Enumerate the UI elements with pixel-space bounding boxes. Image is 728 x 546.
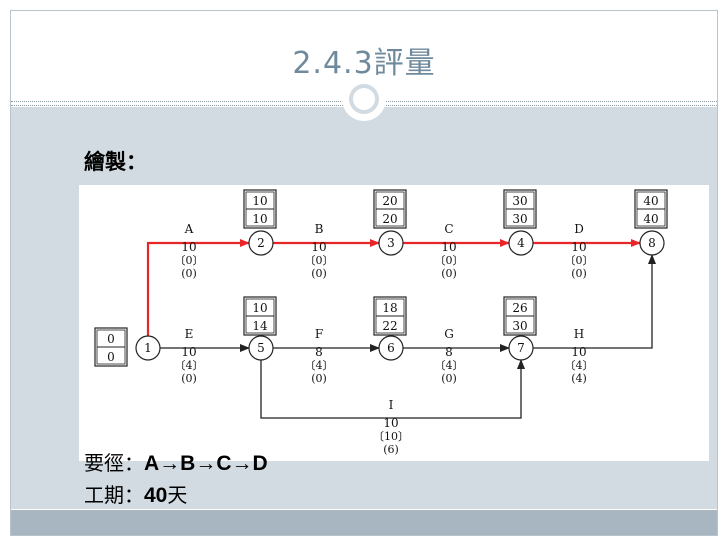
node-id-8: 8 [648, 236, 656, 250]
activity-free-float-C: (0) [441, 267, 457, 280]
node-id-6: 6 [387, 341, 395, 355]
node-circle-8 [639, 230, 665, 256]
node-earliest-6: 18 [382, 301, 397, 315]
node-time-inner-3 [375, 191, 405, 227]
activity-free-float-H: (4) [571, 372, 587, 385]
activity-free-float-F: (0) [311, 372, 327, 385]
node-id-7: 7 [517, 341, 525, 355]
activity-name-D: D [574, 222, 584, 236]
slide-frame [10, 10, 718, 536]
activity-total-float-H: 〔4〕 [565, 359, 594, 372]
critical-path-label: 要徑： [84, 451, 144, 475]
node-time-inner-6 [375, 298, 405, 334]
duration-value: 40 [144, 484, 168, 507]
activity-time-E: 10 [181, 345, 196, 359]
activity-arrow-H [533, 254, 656, 349]
node-id-1: 1 [144, 341, 152, 355]
node-latest-6: 22 [382, 319, 397, 333]
node-id-4: 4 [517, 236, 525, 250]
node-latest-7: 30 [512, 319, 527, 333]
activity-name-F: F [315, 327, 323, 341]
node-latest-5: 14 [252, 319, 268, 333]
activity-time-C: 10 [441, 240, 456, 254]
project-duration: 工期：40天 [84, 479, 187, 508]
node-circle-3 [378, 230, 404, 256]
activity-name-I: I [389, 398, 394, 412]
node-circle-1 [135, 335, 161, 361]
duration-unit: 天 [167, 483, 188, 507]
node-earliest-3: 20 [382, 194, 397, 208]
activity-total-float-B: 〔0〕 [305, 254, 334, 267]
node-time-inner-4 [505, 191, 535, 227]
node-latest-3: 20 [382, 212, 397, 226]
node-circle-4 [508, 230, 534, 256]
activity-total-float-I: 〔10〕 [373, 430, 409, 443]
node-earliest-4: 30 [512, 194, 527, 208]
critical-path: 要徑：A→B→C→D [84, 447, 268, 476]
node-id-5: 5 [257, 341, 265, 355]
node-latest-2: 10 [252, 212, 267, 226]
activity-name-H: H [574, 327, 584, 341]
activity-time-G: 8 [445, 345, 453, 359]
activity-name-A: A [184, 222, 194, 236]
activity-time-H: 10 [571, 345, 586, 359]
activity-name-C: C [444, 222, 453, 236]
node-circle-5 [248, 335, 274, 361]
activity-time-D: 10 [571, 240, 586, 254]
activity-arrow-I [260, 359, 525, 419]
duration-label: 工期： [84, 483, 144, 507]
activity-total-float-D: 〔0〕 [565, 254, 594, 267]
network-diagram-svg: A10〔0〕(0)B10〔0〕(0)C10〔0〕(0)D10〔0〕(0)E10〔… [94, 189, 668, 456]
activity-free-float-E: (0) [181, 372, 197, 385]
slide-title: 2.4.3評量 [292, 46, 436, 81]
activity-free-float-I: (6) [383, 443, 399, 456]
activity-total-float-F: 〔4〕 [305, 359, 334, 372]
node-latest-8: 40 [643, 212, 658, 226]
node-earliest-8: 40 [643, 194, 658, 208]
activity-free-float-G: (0) [441, 372, 457, 385]
node-id-2: 2 [257, 236, 265, 250]
draw-label: 繪製： [84, 150, 147, 174]
activity-total-float-E: 〔4〕 [175, 359, 204, 372]
node-time-inner-1 [96, 329, 126, 365]
activity-arrow-A [146, 239, 250, 336]
activity-time-I: 10 [383, 416, 398, 430]
node-time-inner-7 [505, 298, 535, 334]
footer-bar [11, 510, 717, 535]
node-earliest-1: 0 [107, 332, 115, 346]
activity-free-float-B: (0) [311, 267, 327, 280]
activity-total-float-G: 〔4〕 [435, 359, 464, 372]
node-circle-7 [508, 335, 534, 361]
activity-total-float-A: 〔0〕 [175, 254, 204, 267]
node-latest-4: 30 [512, 212, 527, 226]
node-earliest-2: 10 [252, 194, 267, 208]
activity-name-G: G [444, 327, 454, 341]
node-circle-6 [378, 335, 404, 361]
node-time-inner-5 [245, 298, 275, 334]
activity-name-E: E [185, 327, 194, 341]
activity-name-B: B [315, 222, 324, 236]
activity-total-float-C: 〔0〕 [435, 254, 464, 267]
activity-free-float-A: (0) [181, 267, 197, 280]
node-time-inner-2 [245, 191, 275, 227]
node-id-3: 3 [387, 236, 395, 250]
node-latest-1: 0 [107, 350, 115, 364]
node-circle-2 [248, 230, 274, 256]
node-time-inner-8 [636, 191, 666, 227]
critical-path-value: A→B→C→D [144, 452, 268, 475]
node-earliest-5: 10 [252, 301, 267, 315]
activity-time-A: 10 [181, 240, 196, 254]
activity-time-B: 10 [311, 240, 326, 254]
node-earliest-7: 26 [512, 301, 527, 315]
ring-ornament [353, 88, 375, 110]
activity-free-float-D: (0) [571, 267, 587, 280]
activity-time-F: 8 [315, 345, 323, 359]
